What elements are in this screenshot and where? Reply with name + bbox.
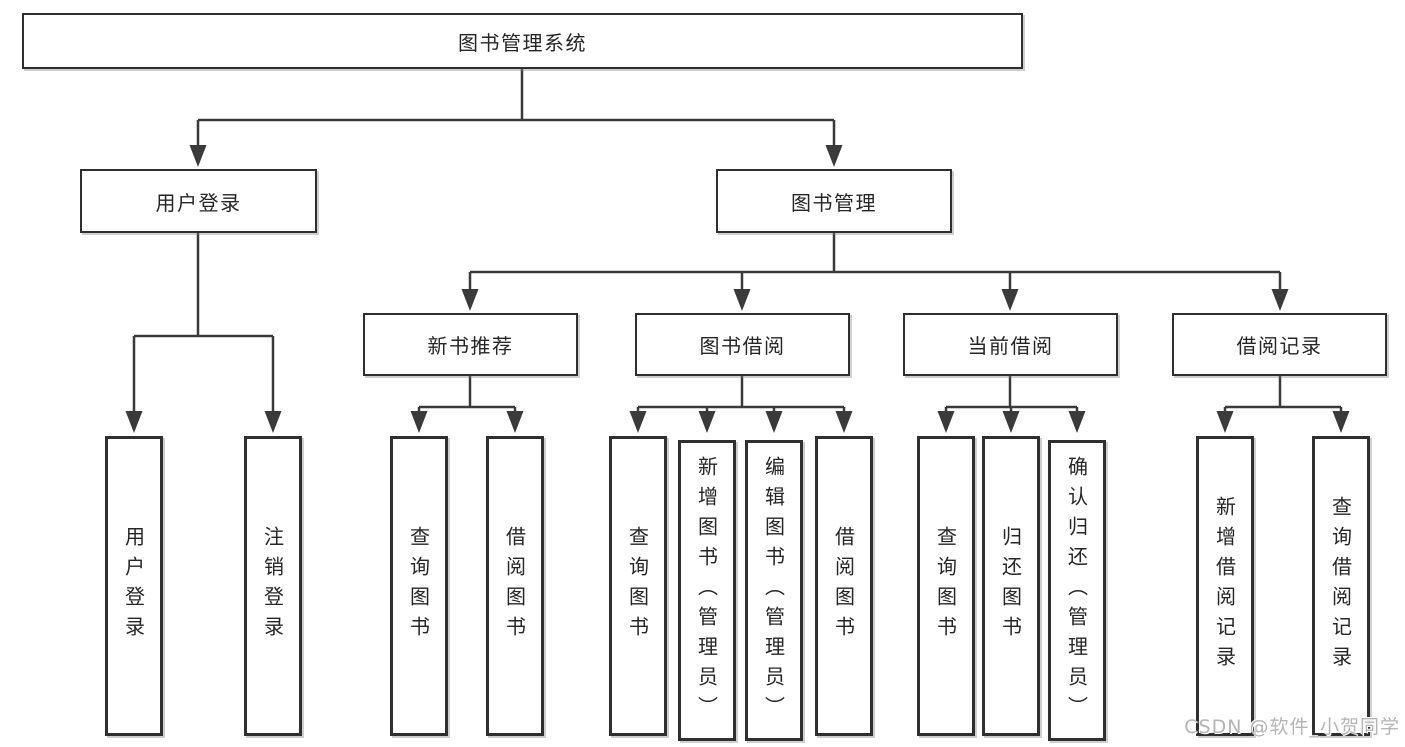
csdn-watermark: CSDN @软件_小贺同学 (1184, 716, 1400, 738)
leaf-label: 新增图书（管理员） (694, 455, 719, 726)
leaf-borrow-add-books-admin: 新增图书（管理员） (678, 440, 736, 741)
leaf-label: 编辑图书（管理员） (761, 455, 786, 726)
leaf-logout: 注销登录 (244, 436, 302, 736)
leaf-newbooks-query: 查询图书 (390, 436, 448, 736)
node-user-login: 用户登录 (80, 169, 317, 233)
leaf-records-query: 查询借阅记录 (1312, 436, 1370, 736)
leaf-borrow-borrow-books: 借阅图书 (815, 436, 873, 736)
node-library-system-root: 图书管理系统 (22, 13, 1023, 69)
leaf-borrow-query-books: 查询图书 (609, 436, 667, 736)
node-book-borrow: 图书借阅 (635, 313, 850, 376)
leaf-records-add: 新增借阅记录 (1196, 436, 1254, 736)
node-borrow-records: 借阅记录 (1172, 313, 1387, 376)
leaf-label: 借阅图书 (831, 526, 856, 646)
leaf-current-query-books: 查询图书 (917, 436, 975, 736)
leaf-borrow-edit-books-admin: 编辑图书（管理员） (745, 440, 803, 741)
arrowheads (125, 145, 1350, 433)
leaf-label: 借阅图书 (502, 526, 527, 646)
leaf-current-confirm-return-admin: 确认归还（管理员） (1048, 440, 1106, 741)
leaf-label: 新增借阅记录 (1212, 496, 1237, 676)
leaf-newbooks-borrow: 借阅图书 (486, 436, 544, 736)
node-book-management: 图书管理 (716, 169, 952, 233)
leaf-label: 用户登录 (121, 526, 146, 646)
leaf-label: 查询图书 (625, 526, 650, 646)
leaf-user-login: 用户登录 (105, 436, 163, 736)
leaf-label: 归还图书 (998, 526, 1023, 646)
leaf-label: 查询图书 (406, 526, 431, 646)
leaf-label: 确认归还（管理员） (1064, 455, 1089, 726)
leaf-label: 查询借阅记录 (1328, 496, 1353, 676)
leaf-current-return-books: 归还图书 (982, 436, 1040, 736)
leaf-label: 注销登录 (260, 526, 285, 646)
node-new-book-recommend: 新书推荐 (363, 313, 578, 376)
leaf-label: 查询图书 (933, 526, 958, 646)
node-current-borrow: 当前借阅 (903, 313, 1118, 376)
